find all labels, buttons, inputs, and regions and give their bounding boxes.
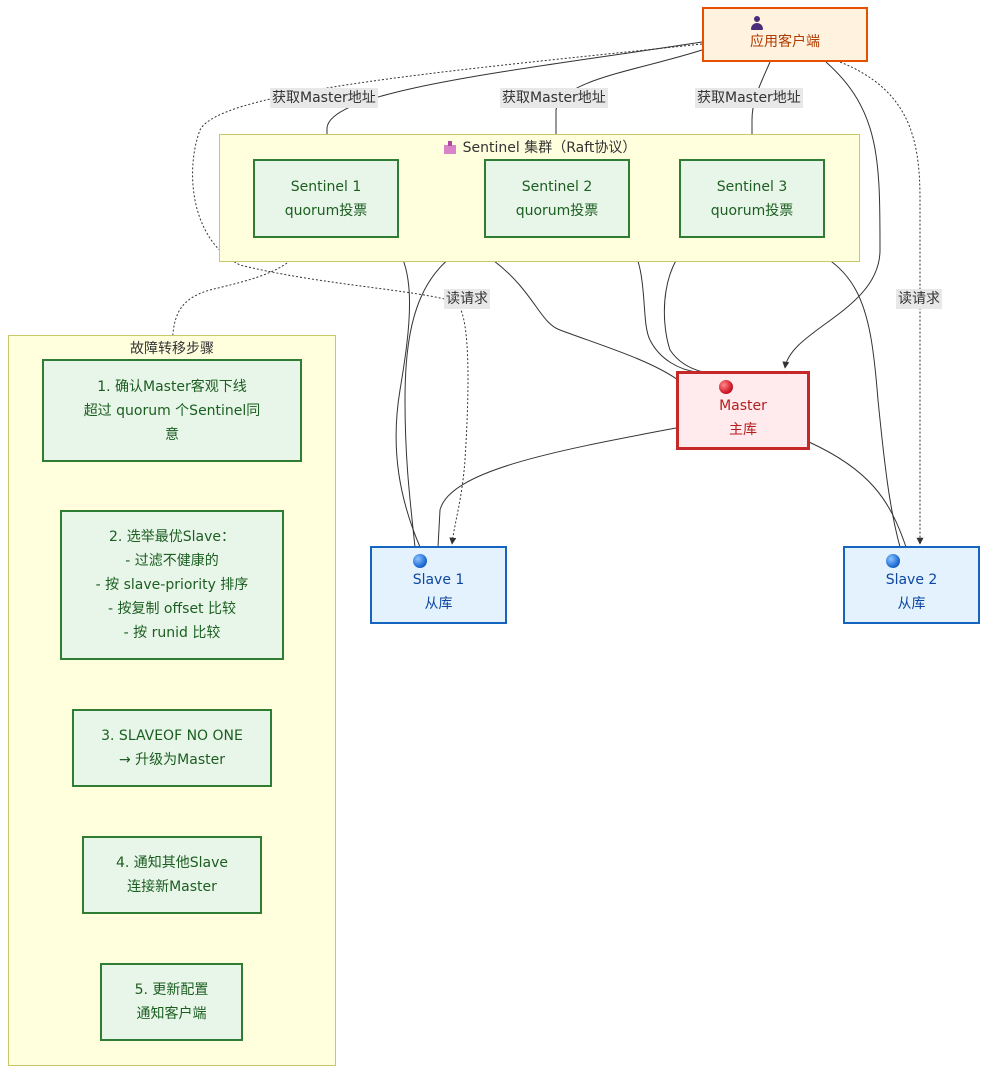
sentinel-cluster-title: Sentinel 集群（Raft协议） xyxy=(220,137,859,157)
step-5-line-1: 5. 更新配置 xyxy=(134,982,209,998)
blue-circle-icon xyxy=(885,554,900,568)
edge-label-get-master-2: 获取Master地址 xyxy=(500,88,608,108)
failover-cluster-title: 故障转移步骤 xyxy=(130,341,214,357)
sentinel-1-role: quorum投票 xyxy=(284,202,368,219)
client-label: 应用客户端 xyxy=(750,15,820,54)
step-1-line-3: 意 xyxy=(165,426,179,443)
step-3-line-2: → 升级为Master xyxy=(119,752,225,768)
edge-label-get-master-3: 获取Master地址 xyxy=(695,88,803,108)
slave-2-node[interactable]: Slave 2 从库 xyxy=(843,546,980,624)
sentinel-2-node[interactable]: Sentinel 2 quorum投票 xyxy=(484,159,630,238)
step-1-line-2: 超过 quorum 个Sentinel同 xyxy=(83,402,261,419)
step-4-line-2: 连接新Master xyxy=(127,879,217,895)
failover-step-1[interactable]: 1. 确认Master客观下线 超过 quorum 个Sentinel同 意 xyxy=(42,359,302,462)
edge-label-read-request-2: 读请求 xyxy=(896,289,942,309)
failover-step-2[interactable]: 2. 选举最优Slave： - 过滤不健康的 - 按 slave-priorit… xyxy=(60,510,284,660)
failover-step-3[interactable]: 3. SLAVEOF NO ONE → 升级为Master xyxy=(72,709,272,787)
master-role: 主库 xyxy=(729,421,757,438)
person-icon xyxy=(750,15,764,30)
edge-sentinel1-slave1 xyxy=(385,236,421,548)
failover-step-4[interactable]: 4. 通知其他Slave 连接新Master xyxy=(82,836,262,914)
sentinel-1-node[interactable]: Sentinel 1 quorum投票 xyxy=(253,159,399,238)
slave-1-title: Slave 1 xyxy=(412,554,464,592)
step-1-line-1: 1. 确认Master客观下线 xyxy=(97,378,247,395)
edge-label-get-master-1: 获取Master地址 xyxy=(270,88,378,108)
slave-2-role: 从库 xyxy=(897,596,926,612)
sentinel-3-node[interactable]: Sentinel 3 quorum投票 xyxy=(679,159,825,238)
edge-client-master xyxy=(782,61,881,369)
red-circle-icon xyxy=(719,379,734,394)
step-2-line-1: 2. 选举最优Slave： xyxy=(108,529,236,545)
step-2-line-3: - 按 slave-priority 排序 xyxy=(95,577,249,593)
edge-sentinel1-failover xyxy=(168,236,305,359)
edge-label-read-request-1: 读请求 xyxy=(444,289,490,309)
castle-icon xyxy=(443,140,457,154)
edge-master-slave2 xyxy=(808,441,907,548)
sentinel-1-name: Sentinel 1 xyxy=(290,178,362,195)
step-5-line-2: 通知客户端 xyxy=(136,1006,207,1022)
step-2-line-5: - 按 runid 比较 xyxy=(123,625,221,641)
edge-client-slave2-read xyxy=(839,61,924,545)
step-4-line-1: 4. 通知其他Slave xyxy=(115,855,229,871)
step-3-line-1: 3. SLAVEOF NO ONE xyxy=(101,728,243,744)
sentinel-2-role: quorum投票 xyxy=(515,202,599,219)
blue-circle-icon xyxy=(412,554,427,568)
step-2-line-2: - 过滤不健康的 xyxy=(125,553,219,569)
slave-1-node[interactable]: Slave 1 从库 xyxy=(370,546,507,624)
edge-sentinel2-slave1 xyxy=(404,236,489,548)
sentinel-3-role: quorum投票 xyxy=(710,202,794,219)
sentinel-2-name: Sentinel 2 xyxy=(521,178,593,195)
slave-2-title: Slave 2 xyxy=(885,554,937,592)
client-node[interactable]: 应用客户端 xyxy=(702,7,868,62)
edge-sentinel2-master xyxy=(626,236,698,373)
master-node[interactable]: Master 主库 xyxy=(676,371,810,450)
sentinel-3-name: Sentinel 3 xyxy=(716,178,788,195)
step-2-line-4: - 按复制 offset 比较 xyxy=(107,601,236,617)
edge-client-sentinel1 xyxy=(323,41,703,159)
edge-master-slave1 xyxy=(437,427,677,548)
master-title: Master xyxy=(719,379,767,418)
failover-step-5[interactable]: 5. 更新配置 通知客户端 xyxy=(100,963,243,1041)
slave-1-role: 从库 xyxy=(424,596,453,612)
